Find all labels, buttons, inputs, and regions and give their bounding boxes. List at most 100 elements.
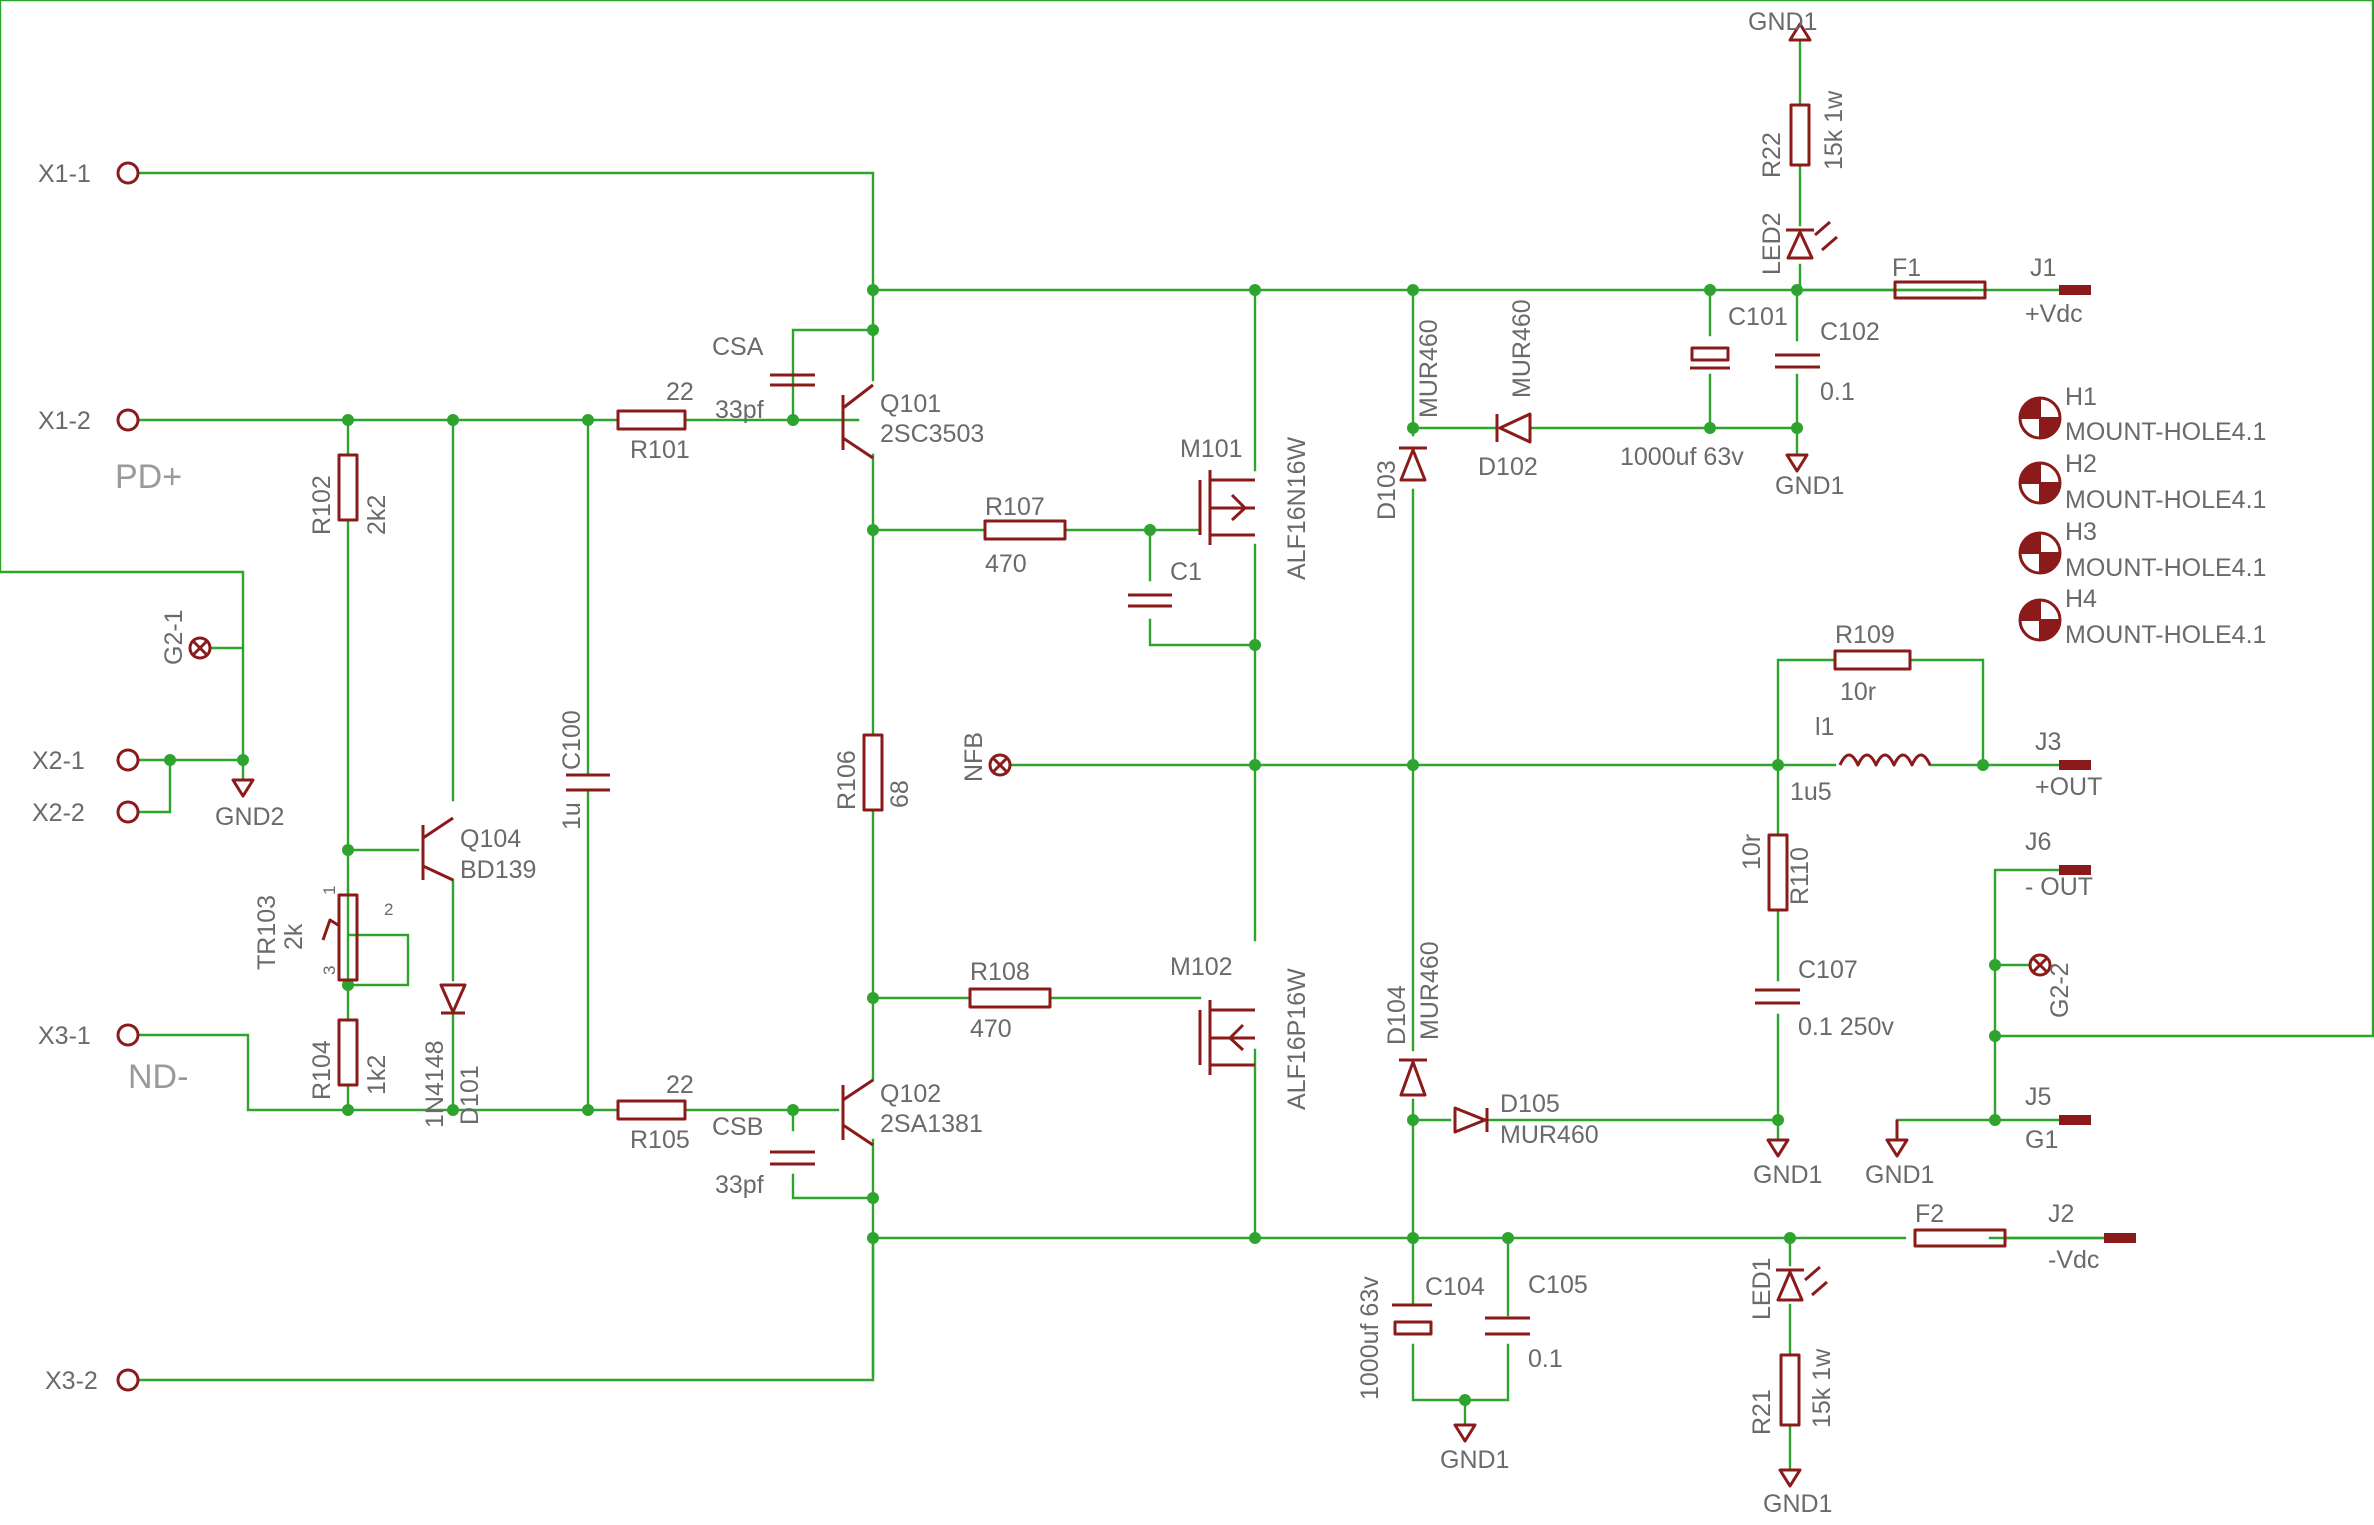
label-r101-val: 22 bbox=[666, 378, 694, 406]
label-d103: D103 bbox=[1373, 460, 1401, 520]
mount-holes bbox=[2018, 396, 2062, 642]
label-l1: l1 bbox=[1815, 713, 1834, 741]
label-f1: F1 bbox=[1892, 254, 1921, 282]
label-gnd1-d105: GND1 bbox=[1753, 1161, 1822, 1189]
label-q104-val: BD139 bbox=[460, 856, 536, 884]
label-j2-val: -Vdc bbox=[2048, 1246, 2099, 1274]
label-led2: LED2 bbox=[1758, 212, 1786, 275]
label-r22-val: 15k 1w bbox=[1820, 90, 1848, 170]
label-q101-val: 2SC3503 bbox=[880, 420, 984, 448]
label-j2: J2 bbox=[2048, 1200, 2074, 1228]
label-d101: D101 bbox=[456, 1065, 484, 1125]
label-c107-val: 0.1 250v bbox=[1798, 1013, 1894, 1041]
label-c107: C107 bbox=[1798, 956, 1858, 984]
label-csb: CSB bbox=[712, 1113, 763, 1141]
label-pin2: 2 bbox=[384, 900, 393, 919]
label-c104: C104 bbox=[1425, 1273, 1485, 1301]
label-m102-val: ALF16P16W bbox=[1283, 968, 1311, 1110]
resistors bbox=[321, 103, 2007, 1427]
label-csa: CSA bbox=[712, 333, 764, 361]
output-jacks bbox=[2059, 285, 2136, 1243]
label-led1: LED1 bbox=[1748, 1257, 1776, 1320]
label-h4-mount: MOUNT-HOLE4.1 bbox=[2065, 621, 2266, 649]
input-pads bbox=[116, 161, 140, 1392]
label-q102: Q102 bbox=[880, 1080, 941, 1108]
label-csa-val: 33pf bbox=[715, 396, 764, 424]
label-gnd1-top-rail: GND1 bbox=[1775, 472, 1844, 500]
label-d102: D102 bbox=[1478, 453, 1538, 481]
label-x1-2: X1-2 bbox=[38, 407, 91, 435]
label-j6: J6 bbox=[2025, 828, 2051, 856]
label-h2: H2 bbox=[2065, 450, 2097, 478]
label-d105-val: MUR460 bbox=[1500, 1121, 1599, 1149]
label-c102: C102 bbox=[1820, 318, 1880, 346]
label-x1-1: X1-1 bbox=[38, 160, 91, 188]
label-tr103-val: 2k bbox=[280, 923, 308, 950]
label-pin3: 3 bbox=[320, 966, 339, 975]
wires bbox=[0, 0, 2374, 1472]
label-j5-val: G1 bbox=[2025, 1126, 2058, 1154]
label-gnd1-g1: GND1 bbox=[1865, 1161, 1934, 1189]
ground-symbols bbox=[231, 22, 1909, 1488]
label-q102-val: 2SA1381 bbox=[880, 1110, 983, 1138]
label-r110-val: 10r bbox=[1738, 834, 1766, 870]
label-gnd1-top: GND1 bbox=[1748, 8, 1817, 36]
label-tr103: TR103 bbox=[253, 895, 281, 970]
label-c102-val: 0.1 bbox=[1820, 378, 1855, 406]
label-gnd1-c104: GND1 bbox=[1440, 1446, 1509, 1474]
label-nd: ND- bbox=[128, 1058, 188, 1096]
label-r102-val: 2k2 bbox=[363, 495, 391, 535]
label-g2-2: G2-2 bbox=[2046, 962, 2074, 1018]
label-d104-val: MUR460 bbox=[1416, 941, 1444, 1040]
label-h3: H3 bbox=[2065, 518, 2097, 546]
label-m101: M101 bbox=[1180, 435, 1243, 463]
label-r101: R101 bbox=[630, 436, 690, 464]
label-c100-val: 1u bbox=[558, 802, 586, 830]
label-d101-val: 1N4148 bbox=[421, 1040, 449, 1128]
label-r108: R108 bbox=[970, 958, 1030, 986]
label-r108-val: 470 bbox=[970, 1015, 1012, 1043]
capacitors bbox=[566, 346, 1820, 1336]
label-x2-1: X2-1 bbox=[32, 747, 85, 775]
label-r104-val: 1k2 bbox=[363, 1055, 391, 1095]
label-d104: D104 bbox=[1383, 985, 1411, 1045]
label-d102-val: MUR460 bbox=[1508, 299, 1536, 398]
label-c105: C105 bbox=[1528, 1271, 1588, 1299]
label-r109: R109 bbox=[1835, 621, 1895, 649]
label-h4: H4 bbox=[2065, 585, 2097, 613]
label-gnd2: GND2 bbox=[215, 803, 284, 831]
label-csb-val: 33pf bbox=[715, 1171, 764, 1199]
label-r107: R107 bbox=[985, 493, 1045, 521]
label-x2-2: X2-2 bbox=[32, 799, 85, 827]
label-c101: C101 bbox=[1728, 303, 1788, 331]
label-j1-val: +Vdc bbox=[2025, 300, 2083, 328]
label-j5: J5 bbox=[2025, 1083, 2051, 1111]
label-m101-val: ALF16N16W bbox=[1283, 436, 1311, 580]
label-pin1: 1 bbox=[320, 886, 339, 895]
label-q101: Q101 bbox=[880, 390, 941, 418]
label-h3-mount: MOUNT-HOLE4.1 bbox=[2065, 554, 2266, 582]
label-l1-val: 1u5 bbox=[1790, 778, 1832, 806]
label-d105: D105 bbox=[1500, 1090, 1560, 1118]
junctions bbox=[164, 284, 2001, 1406]
labels: X1-1 X1-2 X2-1 X2-2 X3-1 X3-2 PD+ ND- G2… bbox=[32, 8, 2266, 1518]
label-r22: R22 bbox=[1758, 132, 1786, 178]
label-r104: R104 bbox=[308, 1040, 336, 1100]
diodes bbox=[439, 220, 1838, 1302]
transistors bbox=[421, 383, 1255, 1147]
label-r21-val: 15k 1w bbox=[1808, 1348, 1836, 1428]
label-h1-mount: MOUNT-HOLE4.1 bbox=[2065, 418, 2266, 446]
label-g2-1: G2-1 bbox=[160, 609, 188, 665]
label-f2: F2 bbox=[1915, 1200, 1944, 1228]
label-nfb: NFB bbox=[960, 732, 988, 782]
label-j1: J1 bbox=[2030, 254, 2056, 282]
label-m102: M102 bbox=[1170, 953, 1233, 981]
label-x3-2: X3-2 bbox=[45, 1367, 98, 1395]
label-r21: R21 bbox=[1748, 1389, 1776, 1435]
label-r107-val: 470 bbox=[985, 550, 1027, 578]
label-j3: J3 bbox=[2035, 728, 2061, 756]
label-r102: R102 bbox=[308, 475, 336, 535]
label-c1: C1 bbox=[1170, 558, 1202, 586]
label-c104-val: 1000uf 63v bbox=[1356, 1276, 1384, 1400]
